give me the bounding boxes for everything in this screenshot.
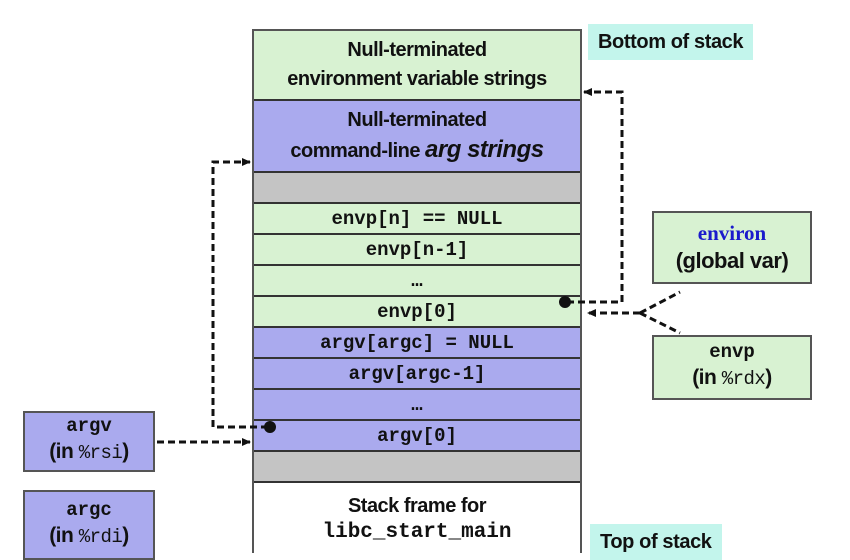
libc-frame-cell: Stack frame for libc_start_main [254, 483, 580, 553]
arg-strings-line2: command-line arg strings [290, 135, 544, 166]
argc-desc-suffix: ) [122, 523, 129, 547]
bottom-of-stack-label: Bottom of stack [588, 24, 754, 60]
argv-argc-cell: argv[argc] = NULL [254, 328, 580, 359]
argc-desc: (in %rdi) [49, 521, 129, 552]
stack-diagram: Null-terminated environment variable str… [252, 29, 582, 553]
envp-desc-prefix: (in [692, 366, 722, 389]
envp-n-cell: envp[n] == NULL [254, 204, 580, 235]
envp-n-1-cell: envp[n-1] [254, 235, 580, 266]
arg-strings-italic: arg strings [425, 136, 544, 163]
argv-ellipsis-cell: … [254, 390, 580, 421]
envp-0-cell: envp[0] [254, 297, 580, 328]
envp-box: envp (in %rdx) [652, 335, 812, 400]
argv-register: %rsi [78, 442, 123, 464]
arg-strings-prefix: command-line [290, 140, 426, 162]
argv-box: argv (in %rsi) [23, 411, 155, 472]
envp-desc-suffix: ) [765, 366, 772, 389]
argv-desc-prefix: (in [49, 440, 79, 463]
envp-name: envp [709, 341, 755, 363]
environ-branch-line [639, 290, 681, 315]
envp-branch-line [639, 311, 681, 335]
gap-cell [254, 173, 580, 204]
libc-frame-line1: Stack frame for [347, 495, 487, 517]
top-of-stack-label: Top of stack [590, 524, 722, 560]
env-strings-line2: environment variable strings [287, 68, 547, 90]
argc-register: %rdi [78, 525, 123, 548]
environ-box: environ (global var) [652, 211, 812, 284]
environ-desc: (global var) [675, 247, 789, 273]
environ-name: environ [697, 220, 767, 245]
argc-box: argc (in %rdi) [23, 490, 155, 560]
argv-argc-1-cell: argv[argc-1] [254, 359, 580, 390]
argc-desc-prefix: (in [49, 523, 79, 547]
argc-name: argc [66, 498, 112, 521]
env-strings-line1: Null-terminated [347, 39, 487, 61]
argv-0-cell: argv[0] [254, 421, 580, 452]
argv-desc-suffix: ) [122, 440, 129, 463]
envp-desc: (in %rdx) [692, 363, 772, 394]
envp-register: %rdx [721, 368, 766, 390]
env-strings-cell: Null-terminated environment variable str… [254, 31, 580, 101]
arg-strings-line1: Null-terminated [347, 109, 487, 131]
libc-frame-line2: libc_start_main [322, 521, 512, 544]
gap-cell-2 [254, 452, 580, 483]
argv-desc: (in %rsi) [49, 437, 129, 468]
envp-ellipsis-cell: … [254, 266, 580, 297]
arg-strings-cell: Null-terminated command-line arg strings [254, 101, 580, 173]
argv-name: argv [66, 415, 112, 437]
